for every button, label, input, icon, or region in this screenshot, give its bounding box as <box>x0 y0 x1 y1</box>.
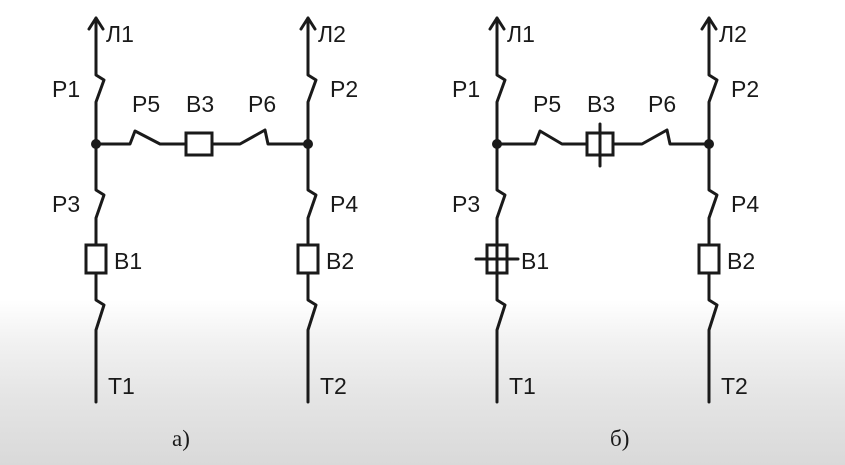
label-b2: В2 <box>326 248 354 274</box>
label-t1: Т1 <box>509 373 536 399</box>
disconnector-p3 <box>94 183 106 247</box>
junction-node-right <box>704 139 714 149</box>
disconnector-p2 <box>306 68 318 187</box>
junction-node-left <box>492 139 502 149</box>
disconnector-p5 <box>94 129 188 146</box>
disconnector-p4 <box>306 183 318 247</box>
diagram-b-left-feeder <box>474 16 520 404</box>
caption-a: а) <box>172 426 190 451</box>
label-p6: Р6 <box>648 91 676 117</box>
label-p1: Р1 <box>452 76 480 102</box>
label-p5: Р5 <box>533 91 561 117</box>
junction-node-left <box>91 139 101 149</box>
label-l1: Л1 <box>507 21 535 47</box>
disconnector-p1 <box>495 68 507 187</box>
label-p2: Р2 <box>731 76 759 102</box>
label-l1: Л1 <box>106 21 134 47</box>
caption-b: б) <box>610 426 629 451</box>
label-b1: В1 <box>114 248 142 274</box>
diagram-a-left-feeder <box>84 16 108 404</box>
diagram-a-bridge <box>94 128 310 157</box>
label-t2: Т2 <box>320 373 347 399</box>
junction-node-right <box>303 139 313 149</box>
label-t2: Т2 <box>721 373 748 399</box>
disconnector-lower-left <box>495 271 507 404</box>
breaker-b1 <box>84 243 108 275</box>
disconnector-lower-right <box>707 271 719 404</box>
label-p3: Р3 <box>52 191 80 217</box>
diagram-b-right-feeder <box>697 16 721 404</box>
breaker-b3 <box>184 131 214 157</box>
disconnector-lower-right <box>306 271 318 404</box>
label-p5: Р5 <box>132 91 160 117</box>
label-p4: Р4 <box>731 191 759 217</box>
diagram-a-right-feeder <box>296 16 320 404</box>
line-l1-arrow <box>488 16 506 72</box>
line-l2-arrow <box>299 16 317 72</box>
disconnector-lower-left <box>94 271 106 404</box>
label-l2: Л2 <box>318 21 346 47</box>
breaker-b2 <box>296 243 320 275</box>
breaker-b2 <box>697 243 721 275</box>
label-t1: Т1 <box>108 373 135 399</box>
label-p2: Р2 <box>330 76 358 102</box>
disconnector-p2 <box>707 68 719 187</box>
diagram-a: Л1 Л2 Р1 Р2 Р5 В3 Р6 Р3 Р4 В1 В2 Т1 Т2 а… <box>52 16 358 451</box>
label-b1: В1 <box>521 248 549 274</box>
diagram-b: Л1 Л2 Р1 Р2 Р5 В3 Р6 Р3 Р4 В1 В2 Т1 Т2 б… <box>452 16 759 451</box>
disconnector-p5 <box>495 129 589 146</box>
disconnector-p1 <box>94 68 106 187</box>
line-l2-arrow <box>700 16 718 72</box>
label-p4: Р4 <box>330 191 358 217</box>
diagram-b-bridge <box>495 122 711 168</box>
disconnector-p6 <box>210 128 310 146</box>
label-p6: Р6 <box>248 91 276 117</box>
label-p1: Р1 <box>52 76 80 102</box>
line-l1-arrow <box>87 16 105 72</box>
disconnector-p4 <box>707 183 719 247</box>
disconnector-p6 <box>611 128 711 146</box>
label-b3: В3 <box>587 91 615 117</box>
label-b2: В2 <box>727 248 755 274</box>
disconnector-p3 <box>495 183 507 247</box>
label-b3: В3 <box>186 91 214 117</box>
label-p3: Р3 <box>452 191 480 217</box>
label-l2: Л2 <box>719 21 747 47</box>
